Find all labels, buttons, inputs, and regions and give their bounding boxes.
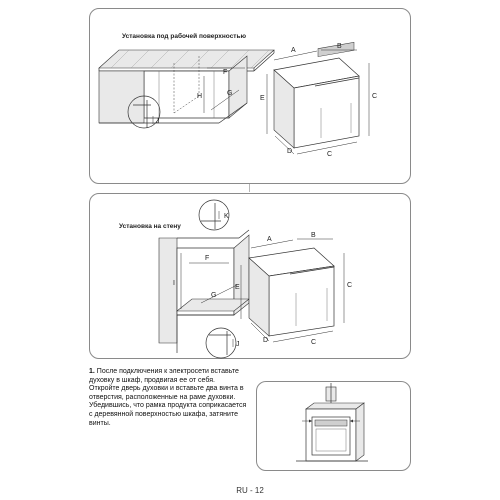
wall-oven-dim-B: B	[311, 232, 316, 239]
oven-dim-D: D	[287, 148, 292, 155]
dim-label-G: G	[227, 90, 232, 97]
wall-oven-dim-C-right: C	[347, 282, 352, 289]
dim-label-F: F	[223, 69, 227, 76]
oven-door-window-small	[315, 428, 347, 452]
under-counter-caption: Установка под рабочей поверхностью	[122, 33, 247, 40]
tall-cabinet-left	[158, 237, 178, 344]
detail-circle-K	[198, 199, 230, 231]
oven-control-panel-small	[314, 419, 348, 427]
wall-oven-dim-D: D	[263, 337, 268, 344]
cabinet-left-panel	[98, 70, 145, 124]
detail-label-J: J	[156, 118, 160, 125]
detail-label-J-wall: J	[236, 341, 240, 348]
wall-oven-dim-A: A	[267, 236, 272, 243]
cabinet-front	[143, 70, 230, 119]
cabinet-front-small	[305, 408, 357, 462]
step-text: После подключения к электросети вставьте…	[89, 368, 247, 427]
step-number: 1.	[89, 368, 95, 375]
detail-label-K: K	[224, 213, 229, 220]
oven-front-small	[311, 416, 351, 456]
cabinet-top-small	[305, 402, 365, 410]
dim-label-H: H	[197, 93, 202, 100]
oven-dim-E: E	[260, 95, 265, 102]
wall-dim-I: I	[173, 280, 175, 287]
oven-dim-A: A	[291, 47, 296, 54]
oven-dim-C-bottom: C	[327, 151, 332, 158]
step-1-instruction: 1. После подключения к электросети встав…	[89, 368, 247, 428]
oven-isometric-wall	[248, 247, 335, 337]
wall-installation-caption: Установка на стену	[119, 223, 181, 230]
wall-dim-G: G	[211, 292, 216, 299]
oven-dim-B: B	[337, 43, 342, 50]
page-number: RU - 12	[236, 486, 264, 495]
oven-dim-C-right: C	[372, 93, 377, 100]
wall-cabinet-diagram: F I G K J A B C E D C	[158, 199, 352, 359]
section-separator	[249, 184, 250, 192]
oven-isometric-top	[273, 41, 360, 149]
wall-oven-dim-C-bottom: C	[311, 339, 316, 346]
detail-circle-J	[127, 95, 161, 129]
detail-circle-J-wall	[205, 327, 237, 359]
screw-fixing-diagram	[296, 383, 368, 462]
wall-oven-dim-E: E	[235, 284, 240, 291]
under-counter-cabinet-diagram: F H G J A B C E D C	[98, 41, 377, 158]
wall-dim-F: F	[205, 255, 209, 262]
